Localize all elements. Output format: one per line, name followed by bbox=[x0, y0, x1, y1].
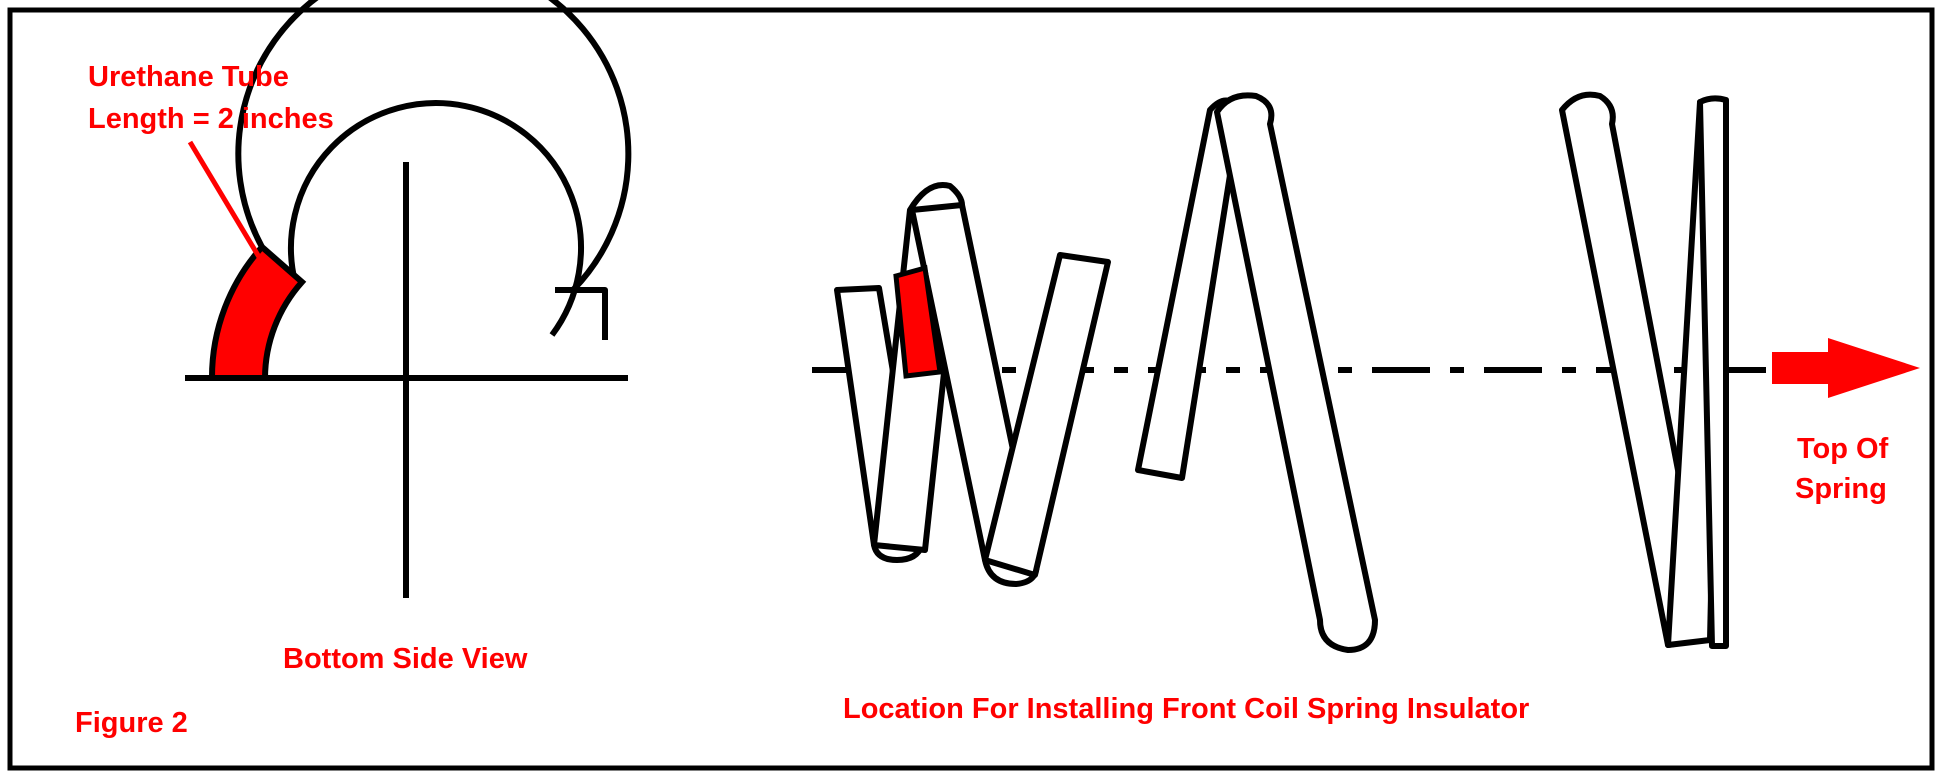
inner-ring bbox=[288, 100, 584, 337]
coil-bar-6 bbox=[1214, 92, 1378, 653]
coil-bar-end bbox=[1697, 95, 1729, 649]
urethane-tube-section bbox=[208, 242, 307, 381]
top-of-spring-line1: Top Of bbox=[1797, 433, 1889, 465]
figure-number: Figure 2 bbox=[75, 707, 188, 739]
bottom-side-view bbox=[185, 0, 632, 598]
tube-leader-line bbox=[187, 140, 265, 264]
top-of-spring-line2: Spring bbox=[1795, 473, 1887, 505]
coil-bar-7 bbox=[1559, 91, 1713, 648]
spring-end-tab bbox=[555, 287, 608, 340]
location-caption: Location For Installing Front Coil Sprin… bbox=[843, 693, 1529, 725]
tube-label-line2: Length = 2 inches bbox=[88, 103, 334, 135]
figure-border bbox=[7, 7, 1935, 771]
tube-label-line1: Urethane Tube bbox=[88, 61, 289, 93]
coil-bar-4 bbox=[982, 252, 1111, 578]
outer-ring bbox=[235, 0, 632, 293]
coil-spring-side-view bbox=[812, 91, 1920, 653]
urethane-tube-on-coil bbox=[893, 264, 943, 379]
top-of-spring-arrow bbox=[1772, 338, 1920, 398]
bottom-view-caption: Bottom Side View bbox=[283, 643, 528, 675]
